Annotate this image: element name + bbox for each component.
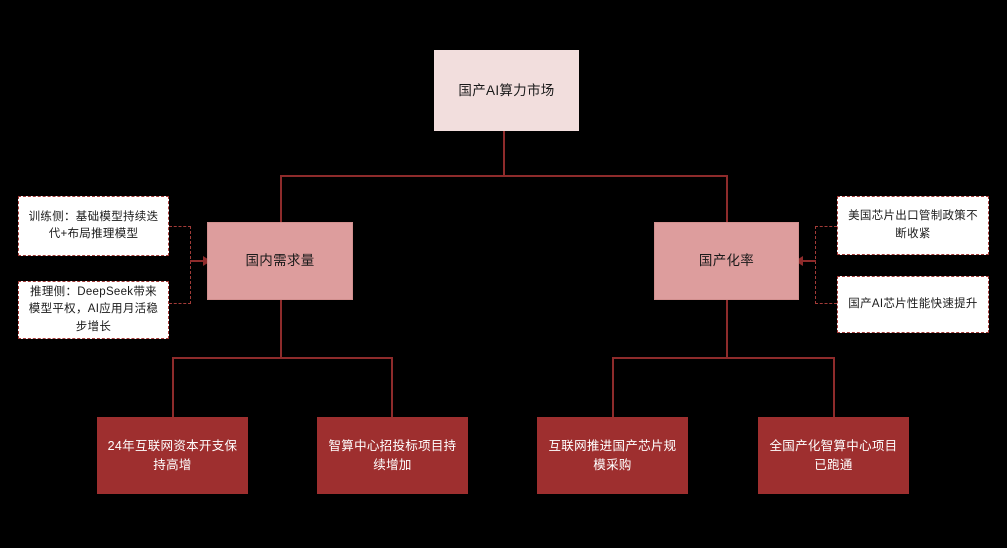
- node-branch-1-child-0-label: 互联网推进国产芯片规模采购: [548, 439, 677, 472]
- note-training-side[interactable]: 训练侧：基础模型持续迭代+布局推理模型: [18, 196, 169, 256]
- node-branch-0-child-1-label: 智算中心招投标项目持续增加: [328, 439, 457, 472]
- note-branch-0-0-label: 训练侧：基础模型持续迭代+布局推理模型: [28, 210, 159, 240]
- node-root-label: 国产AI算力市场: [458, 82, 555, 98]
- connector-branch-0-bus: [172, 357, 393, 359]
- node-leaf-capex[interactable]: 24年互联网资本开支保持高增: [97, 417, 248, 494]
- connector-branch-1-bus: [612, 357, 834, 359]
- note-domestic-chip-performance[interactable]: 国产AI芯片性能快速提升: [837, 276, 989, 333]
- connector-branch-0-stem: [280, 300, 282, 358]
- node-branch-1-child-1-label: 全国产化智算中心项目已跑通: [769, 439, 898, 472]
- note-connector-left-bracket: [190, 226, 191, 304]
- connector-branch-1-to-leaf-0: [612, 357, 614, 417]
- node-leaf-tenders[interactable]: 智算中心招投标项目持续增加: [317, 417, 468, 494]
- connector-root-stem: [503, 131, 505, 176]
- node-leaf-full-domestic-center[interactable]: 全国产化智算中心项目已跑通: [758, 417, 909, 494]
- connector-branch-0-to-leaf-1: [391, 357, 393, 417]
- connector-branch-1-to-leaf-1: [833, 357, 835, 417]
- note-connector-left-arrow-line: [190, 260, 204, 262]
- note-branch-1-1-label: 国产AI芯片性能快速提升: [848, 297, 978, 310]
- note-us-export-control[interactable]: 美国芯片出口管制政策不断收紧: [837, 196, 989, 255]
- note-arrow-right-into-branch: [795, 256, 803, 266]
- note-connector-right-0-h: [815, 226, 837, 227]
- connector-root-bus: [280, 175, 727, 177]
- note-connector-right-arrow-line: [802, 260, 816, 262]
- node-branch-0-child-0-label: 24年互联网资本开支保持高增: [107, 439, 238, 472]
- note-connector-left-0-h: [169, 226, 191, 227]
- connector-branch-0-to-leaf-0: [172, 357, 174, 417]
- connector-root-to-branch-0: [280, 175, 282, 222]
- node-leaf-chip-procurement[interactable]: 互联网推进国产芯片规模采购: [537, 417, 688, 494]
- node-branch-localization-rate[interactable]: 国产化率: [654, 222, 799, 300]
- note-inference-side[interactable]: 推理侧：DeepSeek带来模型平权，AI应用月活稳步增长: [18, 281, 169, 339]
- node-branch-1-label: 国产化率: [698, 253, 755, 269]
- node-root[interactable]: 国产AI算力市场: [434, 50, 579, 131]
- note-connector-right-bracket: [815, 226, 816, 304]
- note-connector-right-1-h: [815, 303, 837, 304]
- note-branch-1-0-label: 美国芯片出口管制政策不断收紧: [848, 210, 978, 240]
- note-branch-0-1-label: 推理侧：DeepSeek带来模型平权，AI应用月活稳步增长: [28, 286, 159, 333]
- node-branch-domestic-demand[interactable]: 国内需求量: [207, 222, 353, 300]
- note-connector-left-1-h: [169, 303, 191, 304]
- connector-root-to-branch-1: [726, 175, 728, 222]
- connector-branch-1-stem: [726, 300, 728, 358]
- node-branch-0-label: 国内需求量: [245, 253, 315, 269]
